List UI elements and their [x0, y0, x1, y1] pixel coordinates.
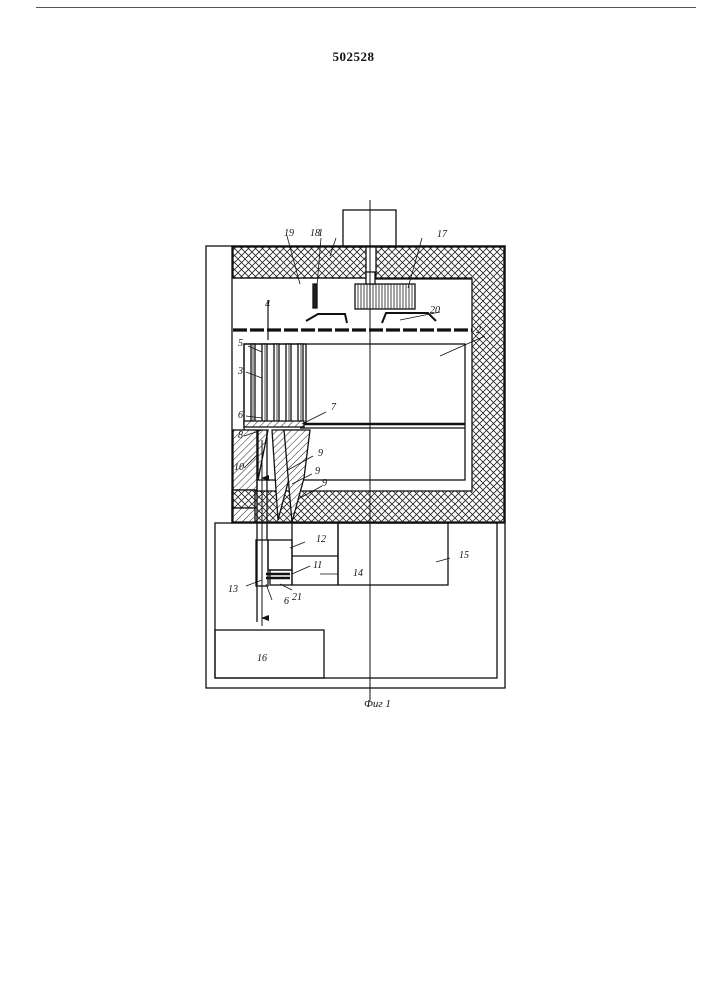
label-12: 12 [316, 534, 326, 545]
label-10: 10 [234, 462, 244, 473]
label-9b: 9 [315, 466, 320, 477]
label-19: 19 [284, 228, 294, 239]
unit-14 [292, 523, 338, 585]
label-7: 7 [331, 402, 337, 413]
label-13: 13 [228, 584, 238, 595]
label-5: 5 [238, 338, 243, 349]
cassette-slats [251, 344, 303, 424]
label-21: 21 [292, 592, 302, 603]
label-3: 3 [237, 366, 243, 377]
label-18: 18 [310, 228, 320, 239]
unit-16 [215, 630, 324, 678]
top-hatch-left [233, 247, 366, 278]
label-17: 17 [437, 229, 448, 240]
label-6b: 6 [284, 596, 289, 607]
label-9a: 9 [318, 448, 323, 459]
figure-caption: Фиг 1 [364, 698, 391, 710]
element-18 [313, 284, 317, 308]
label-8: 8 [238, 430, 243, 441]
label-20: 20 [430, 305, 440, 316]
block-10 [233, 430, 257, 490]
label-15: 15 [459, 550, 469, 561]
label-16: 16 [257, 653, 267, 664]
unit-12 [268, 540, 292, 570]
label-2: 2 [476, 325, 481, 336]
label-9c: 9 [322, 478, 327, 489]
plate-8 [244, 421, 304, 427]
label-14: 14 [353, 568, 363, 579]
label-4: 4 [265, 299, 270, 310]
label-11: 11 [313, 560, 322, 571]
fan-17 [355, 284, 415, 309]
label-6a: 6 [238, 410, 243, 421]
